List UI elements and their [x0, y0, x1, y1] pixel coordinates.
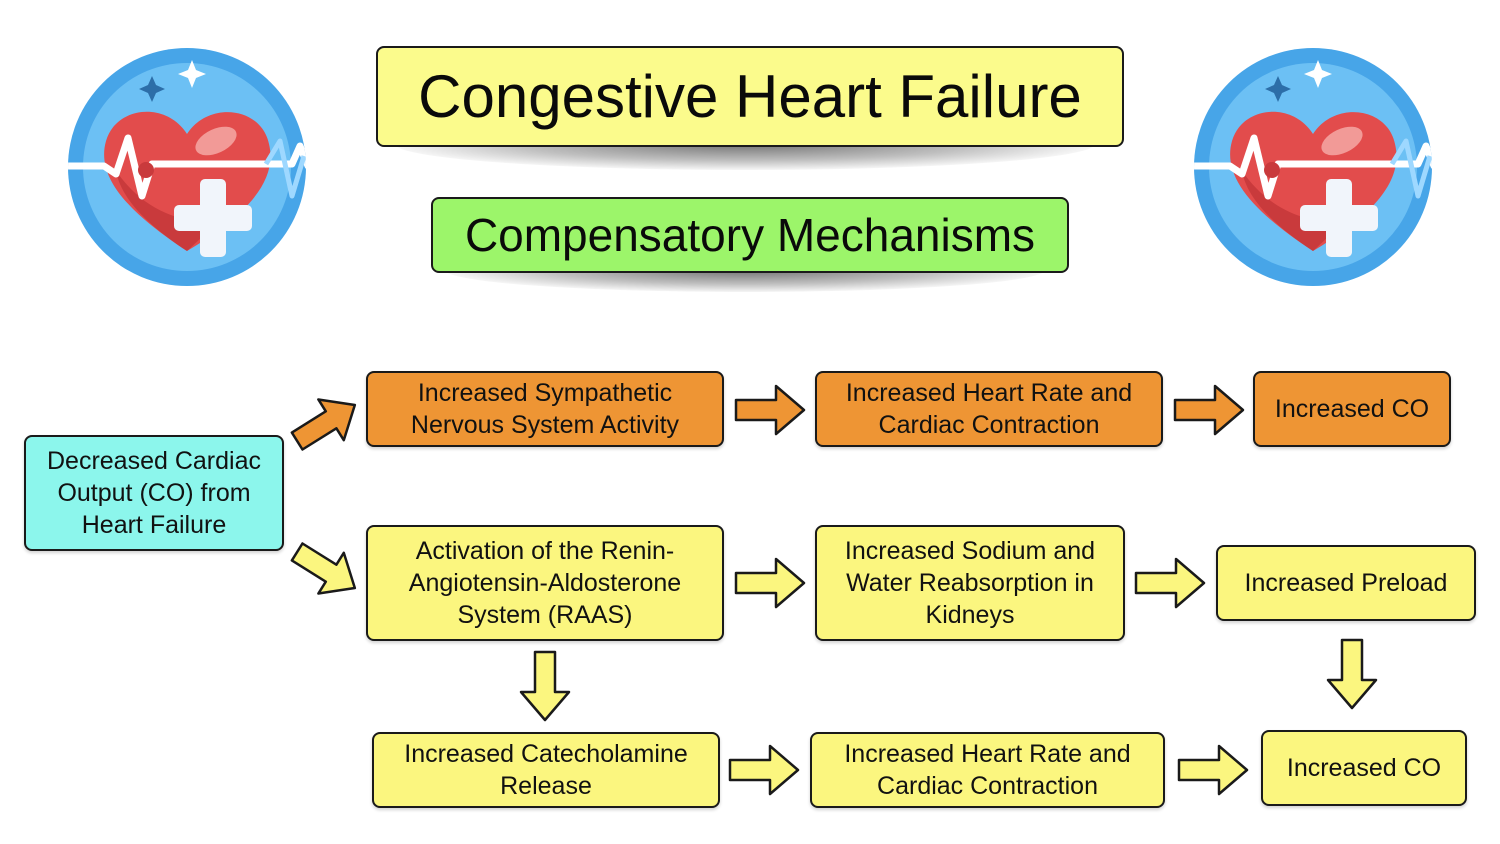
node-increased-heart-rate-1: Increased Heart Rate and Cardiac Contrac… — [815, 371, 1163, 447]
node-decreased-cardiac-output: Decreased Cardiac Output (CO) from Heart… — [24, 435, 284, 551]
node-sodium-water-reabsorption: Increased Sodium and Water Reabsorption … — [815, 525, 1125, 641]
arrow-start-to-raas — [290, 542, 357, 595]
arrow-sodium-to-preload — [1134, 557, 1206, 609]
arrow-hr1-to-co1 — [1173, 384, 1245, 436]
node-increased-co-2: Increased CO — [1261, 730, 1467, 806]
node-raas-activation: Activation of the Renin- Angiotensin-Ald… — [366, 525, 724, 641]
arrow-raas-to-sodium — [734, 557, 806, 609]
node-increased-co-1: Increased CO — [1253, 371, 1451, 447]
arrow-raas-to-catecholamine — [519, 650, 571, 722]
node-catecholamine-release: Increased Catecholamine Release — [372, 732, 720, 808]
node-increased-heart-rate-2: Increased Heart Rate and Cardiac Contrac… — [810, 732, 1165, 808]
heart-pulse-cross-icon — [1194, 48, 1432, 286]
node-increased-preload: Increased Preload — [1216, 545, 1476, 621]
page-subtitle: Compensatory Mechanisms — [431, 197, 1069, 273]
heart-pulse-cross-icon — [68, 48, 306, 286]
arrow-hr2-to-co2 — [1177, 744, 1249, 796]
page-title: Congestive Heart Failure — [376, 46, 1124, 147]
arrow-catecholamine-to-hr2 — [728, 744, 800, 796]
arrow-start-to-sns — [290, 398, 357, 451]
arrow-preload-to-co2 — [1326, 638, 1378, 710]
node-increased-sympathetic-activity: Increased Sympathetic Nervous System Act… — [366, 371, 724, 447]
arrow-sns-to-hr1 — [734, 384, 806, 436]
